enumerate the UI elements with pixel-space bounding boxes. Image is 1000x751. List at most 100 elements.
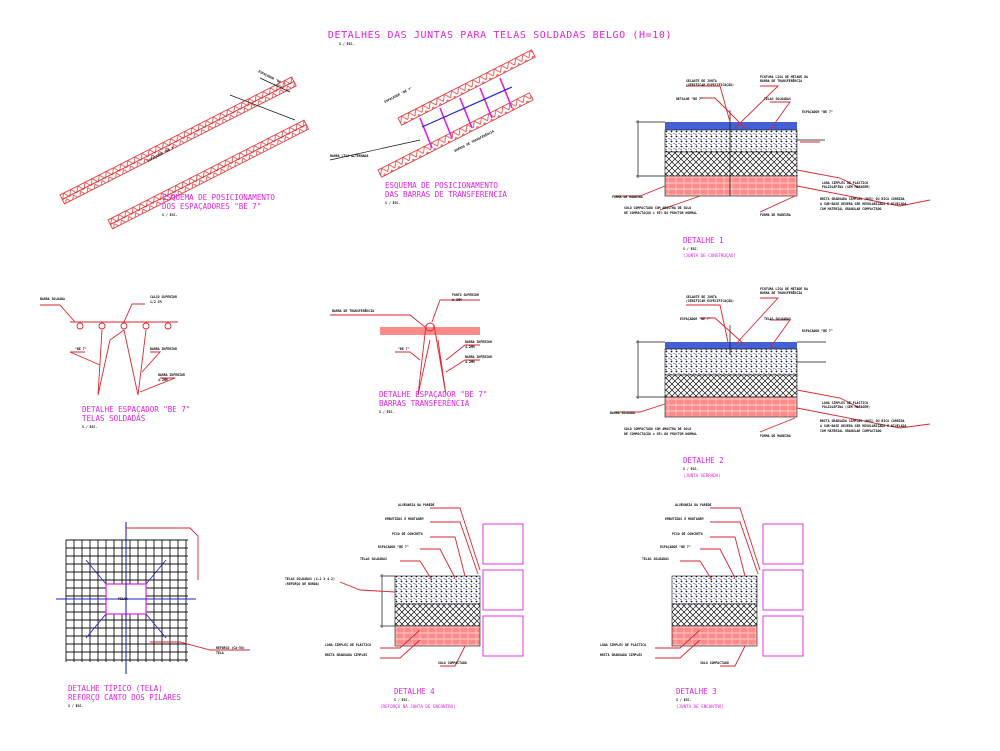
piso-label-3: PISO DE CONCRETO (672, 532, 703, 536)
detalhe-4-drawing: ALVENARIA DA PAREDE EMBUTIDOS E MONTAGEM… (285, 503, 524, 709)
espacador-barras-drawing: BARRA DE TRANSFERÊNCIA PONTO SUPERIOR 6.… (330, 293, 492, 414)
embutidos-label-3: EMBUTIDOS E MONTAGEM (665, 517, 703, 521)
brita-label-2: BRITA GRADUADA SIMPLES (BGS) OU BICA COR… (820, 419, 905, 423)
solo-label-3: SOLO COMPACTADO (700, 661, 729, 665)
espacador-barras-title-1: DETALHE ESPAÇADOR "BE 7" (379, 390, 487, 399)
detalhe-3-note: (JUNTA DE ENCONTRO) (676, 704, 724, 709)
lona-label-1: LONA SIMPLES DE PLÁSTICO (822, 180, 868, 185)
lona-label-4: LONA SIMPLES DE PLÁSTICO (325, 642, 371, 647)
brita-label-4: BRITA GRADUADA SIMPLES (325, 653, 367, 657)
solo-label-1b: DE COMPACTAÇÃO = 95% DO PROCTOR NORMAL (624, 210, 697, 215)
solo-label-4: SOLO COMPACTADO (438, 661, 467, 665)
esquema-barras-title-1: ESQUEMA DE POSICIONAMENTO (385, 181, 498, 190)
lona-label-1b: POLIOLEFINA (SEM MOFAGEM) (822, 185, 870, 189)
detalhe-2-title: DETALHE 2 (683, 456, 724, 465)
espacador-label-2a: ESPAÇADOR "BE 7" (680, 317, 711, 321)
calco-superior-label: CALÇO SUPERIOR (150, 295, 177, 299)
detalhe-4-scale: S / ESC. (394, 698, 409, 702)
brita-label-2c: COM MATERIAL GRANULAR COMPACTADO (820, 429, 881, 433)
selante-label-2: SELANTE DE JUNTA (686, 295, 717, 299)
detalhe-2-note: (JUNTA SERRADA) (683, 473, 721, 478)
alvenaria-label-4: ALVENARIA DA PAREDE (398, 503, 435, 507)
lona-label-2: LONA SIMPLES DE PLÁSTICO (822, 400, 868, 405)
barra-inferior-label-b: BARRA INFERIOR (465, 340, 492, 344)
espacador-barras-scale: S / ESC. (379, 410, 394, 414)
detalhe-be7-label-1: DETALHE "BE 7" (676, 97, 703, 101)
brita-label-3: BRITA GRADUADA SIMPLES (600, 653, 642, 657)
brita-label-2b: A SUB-BASE DEVERÁ SER REGULARIZADA E NIV… (820, 423, 906, 428)
detalhe-3-drawing: ALVENARIA DA PAREDE EMBUTIDOS E MONTAGEM… (600, 503, 804, 709)
barra-soldada-label: BARRA SOLDADA (40, 297, 65, 301)
esquema-espacadores-scale: S / ESC. (162, 213, 177, 217)
ponto-superior-label: PONTO SUPERIOR (452, 293, 479, 297)
barra-inferior-label-b2: BARRA INFERIOR (465, 355, 492, 359)
esquema-espacadores-drawing: ESPAÇADOR "BE 7" ESPAÇADOR "BE 7" ESQUEM… (59, 69, 310, 230)
detalhe-tipico-title-2: REFORÇO CANTO DOS PILARES (68, 693, 181, 702)
telas-reforco-label-2: (REFORÇO DE BORDA) (285, 582, 320, 586)
esquema-barras-scale: S / ESC. (385, 201, 400, 205)
pintura-label-1b: BARRA DE TRANSFERÊNCIA (760, 78, 802, 83)
barra-inferior-val-t: 4.2mm (158, 378, 168, 382)
barra-transferencia-label-e: BARRA DE TRANSFERÊNCIA (332, 308, 374, 313)
detalhe-3-scale: S / ESC. (676, 698, 691, 702)
detalhe-4-note: (REFORÇO NA JUNTA DE ENCONTRO) (380, 704, 456, 709)
reforco-label-2: TELA (216, 651, 224, 655)
selante-sub-label-1: (VERIFICAR ESPECIFICAÇÃO) (686, 82, 734, 87)
pilar-label: PILAR (118, 597, 128, 601)
espacador-label-a: ESPAÇADOR "BE 7" (258, 69, 287, 87)
detalhe-1-title: DETALHE 1 (683, 236, 724, 245)
detalhe-1-note: (JUNTA DE CONSTRUÇÃO) (683, 253, 736, 258)
espacador-barras-title-2: BARRAS TRANSFERÊNCIA (379, 399, 470, 408)
drawing-title-scale: S / ESC. (339, 42, 354, 46)
barra-inferior-label-t2: BARRA INFERIOR (158, 373, 185, 377)
piso-label-4: PISO DE CONCRETO (392, 532, 423, 536)
calco-superior-val: 1/2 cm (150, 300, 162, 304)
telas-soldadas-label-2: TELAS SOLDADAS (764, 317, 791, 321)
espacador-label-2: ESPAÇADOR "BE 7" (802, 329, 833, 333)
embutidos-label-4: EMBUTIDOS E MONTAGEM (385, 517, 423, 521)
detalhe-tipico-drawing: PILAR REFORÇO (CA-50) TELA DETALHE TÍPIC… (56, 522, 250, 708)
reforco-label: REFORÇO (CA-50) (216, 646, 245, 650)
espacador-label-b: ESPAÇADOR "BE 7" (384, 86, 413, 104)
espacador-label-4: ESPAÇADOR "BE 7" (378, 545, 409, 549)
espacador-label-3: ESPAÇADOR "BE 7" (660, 545, 691, 549)
pintura-label-2b: BARRA DE TRANSFERÊNCIA (760, 290, 802, 295)
telas-soldadas-label-1: TELAS SOLDADAS (764, 97, 791, 101)
telas-reforco-label: TELAS SOLDADAS (4.2 x 4.2) (285, 577, 335, 581)
brita-label-1c: COM MATERIAL GRANULAR COMPACTADO (820, 207, 881, 211)
esquema-espacadores-title-2: DOS ESPAÇADORES "BE 7" (162, 202, 261, 211)
alvenaria-label-3: ALVENARIA DA PAREDE (675, 503, 712, 507)
detalhe-2-drawing: SELANTE DE JUNTA (VERIFICAR ESPECIFICAÇÃ… (610, 287, 931, 478)
espacador-telas-title-1: DETALHE ESPAÇADOR "BE 7" (82, 405, 190, 414)
telas-label-3: TELAS SOLDADAS (642, 557, 669, 561)
detalhe-2-scale: S / ESC. (683, 467, 698, 471)
detalhe-1-scale: S / ESC. (683, 247, 698, 251)
esquema-barras-drawing: ESPAÇADOR "BE 7" BARRAS DE TRANSFERÊNCIA… (329, 49, 536, 205)
barra-inferior-val-b: 4.2mm (465, 345, 475, 349)
drawing-title: DETALHES DAS JUNTAS PARA TELAS SOLDADAS … (328, 30, 672, 41)
brita-label-1: BRITA GRADUADA SIMPLES (BGS) OU BICA COR… (820, 197, 905, 201)
esquema-espacadores-title-1: ESQUEMA DE POSICIONAMENTO (162, 193, 275, 202)
lona-label-2b: POLIOLEFINA (SEM MOFAGEM) (822, 405, 870, 409)
detalhe-1-drawing: SELANTE DE JUNTA (VERIFICAR ESPECIFICAÇÃ… (612, 75, 931, 258)
solo-label-2b: DE COMPACTAÇÃO = 95% DO PROCTOR NORMAL (624, 431, 697, 436)
forma-label-1: FÔRMA DE MADEIRA (612, 194, 643, 199)
pintura-label-2: PINTURA LISA DE METADE DA (760, 287, 808, 291)
brita-label-1b: A SUB-BASE DEVERÁ SER REGULARIZADA E NIV… (820, 201, 906, 206)
lona-label-3: LONA SIMPLES DE PLÁSTICO (600, 642, 646, 647)
solo-label-1: SOLO COMPACTADO COM AMOSTRA DE SOLO (624, 206, 691, 210)
selante-sub-label-2: (VERIFICAR ESPECIFICAÇÃO) (686, 298, 734, 303)
detalhe-tipico-scale: S / ESC. (68, 704, 83, 708)
espacador-label-1: ESPAÇADOR "BE 7" (802, 110, 833, 114)
fresado-label: BARRA SOLDADA (610, 411, 635, 415)
be7-label-t: "BE 7" (75, 347, 87, 351)
esquema-barras-title-2: DAS BARRAS DE TRANSFERENCIA (385, 190, 507, 199)
detalhe-3-title: DETALHE 3 (676, 687, 717, 696)
espacador-telas-drawing: BARRA SOLDADA CALÇO SUPERIOR 1/2 cm "BE … (40, 295, 190, 429)
forma-label-2: FÔRMA DE MADEIRA (760, 433, 791, 438)
forma-label-1b: FÔRMA DE MADEIRA (760, 212, 791, 217)
be7-label-b: "BE 7" (398, 347, 410, 351)
barra-inferior-label-t: BARRA INFERIOR (150, 347, 177, 351)
telas-label-4: TELAS SOLDADAS (360, 557, 387, 561)
